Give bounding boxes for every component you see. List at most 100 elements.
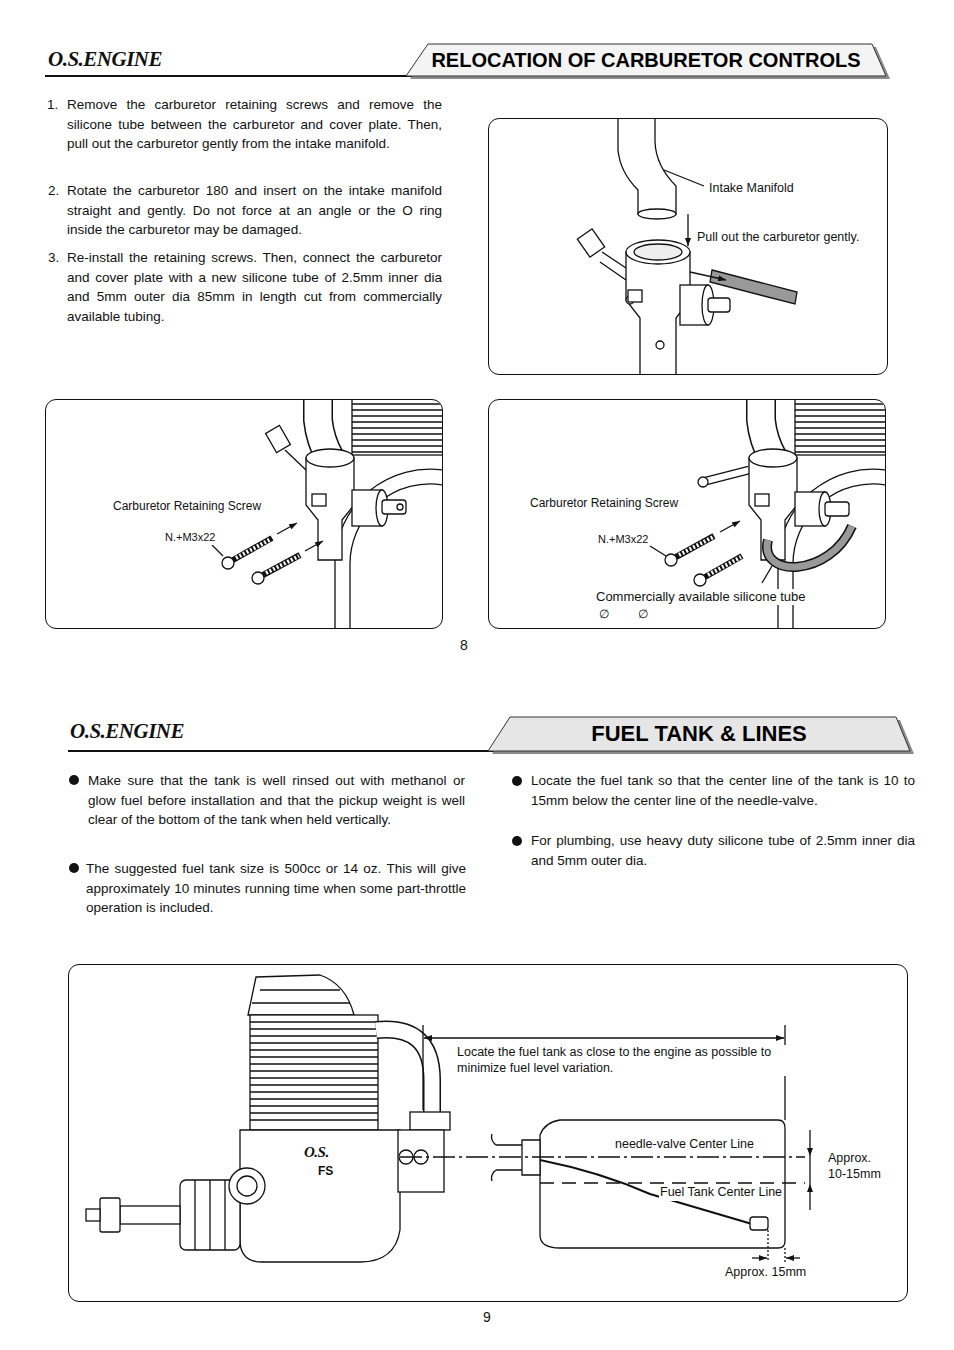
banner-body <box>406 44 886 76</box>
banner-body <box>488 717 910 751</box>
figure-frame: Intake ManifoldPull out the carburetor g… <box>488 118 888 375</box>
figure-label: Approx. 15mm <box>724 1265 807 1281</box>
prop-nut <box>100 1198 120 1232</box>
figure-frame: Carburetor Retaining ScrewN.+M3x22 <box>45 399 443 629</box>
needle-valve <box>285 450 306 470</box>
cylinder <box>250 1015 378 1130</box>
screw-thread <box>708 557 741 575</box>
body-text: 2. <box>48 181 59 201</box>
carburetor-intake <box>306 449 354 467</box>
insert-arrow <box>277 523 297 534</box>
figure-label: Carburetor Retaining Screw <box>112 499 262 514</box>
insert-arrow <box>720 521 740 532</box>
throttle-arm-outline <box>706 470 749 481</box>
needle-knob <box>266 425 291 452</box>
brand-logo: O.S.ENGINE <box>48 47 162 72</box>
needle-valve <box>600 252 626 280</box>
fuel-tank <box>540 1120 785 1248</box>
silicone-tube <box>767 526 852 567</box>
breather-boss-inner <box>237 1176 257 1196</box>
tube-arrow <box>690 272 726 280</box>
needle-fitting <box>825 502 849 516</box>
body-text: For plumbing, use heavy duty silicone tu… <box>531 831 915 870</box>
carburetor-top <box>410 1112 450 1130</box>
figure-label: Carburetor Retaining Screw <box>529 496 679 511</box>
dimension-arrow <box>752 1257 767 1258</box>
crankcase <box>240 1130 400 1262</box>
body-text: Locate the fuel tank so that the center … <box>531 771 915 810</box>
needle-knob <box>577 229 604 257</box>
figure-carburetor-removal <box>577 119 797 374</box>
arm-end <box>698 477 708 487</box>
throttle-arm <box>382 500 406 514</box>
prop-shaft <box>120 1206 180 1224</box>
manifold-end <box>638 209 676 219</box>
dimension-line <box>767 1230 768 1262</box>
figure-frame: Carburetor Retaining ScrewN.+M3x22Commer… <box>488 399 886 629</box>
rocker-cover <box>248 975 354 1015</box>
figure-fuel-tank <box>86 975 810 1262</box>
housing-rings <box>195 1180 225 1250</box>
screw-shaft <box>676 536 714 557</box>
body-text: Remove the carburetor retaining screws a… <box>67 95 442 154</box>
os-mark <box>755 494 769 506</box>
screw-hole <box>656 341 664 349</box>
screw-thread <box>679 537 713 555</box>
shaft-thread <box>86 1209 100 1221</box>
figure-label: needle-valve Center Line <box>614 1137 755 1153</box>
screw-thread <box>236 539 271 558</box>
figure-label: Fuel Tank Center Line <box>659 1185 783 1201</box>
cooling-fins <box>250 1022 378 1120</box>
carburetor-body <box>306 458 354 560</box>
body-text: 1. <box>47 95 58 115</box>
figure-label: Locate the fuel tank as close to the eng… <box>456 1045 788 1076</box>
pull-arrow <box>687 214 688 246</box>
leader-line <box>650 546 666 556</box>
silicone-tube-outline <box>767 526 852 567</box>
figure-label: Intake Manifold <box>708 181 795 197</box>
dimension-arrow <box>424 1037 784 1038</box>
body-text: 3. <box>48 248 59 268</box>
rocker-cover-lines <box>252 990 350 1003</box>
screw-shaft <box>263 555 300 575</box>
dimension-line <box>809 1156 810 1184</box>
screw-head <box>665 554 677 566</box>
heading-text: FUEL TANK & LINES <box>591 721 807 747</box>
carburetor-body <box>398 1130 444 1192</box>
engine-marking: FS <box>318 1164 333 1178</box>
figure-frame: Locate the fuel tank as close to the eng… <box>68 964 908 1302</box>
cylinder <box>795 400 885 455</box>
screw-thread <box>266 556 299 573</box>
page-number: 9 <box>483 1309 491 1325</box>
leader-line <box>212 545 223 556</box>
dimension-line <box>422 1025 423 1110</box>
leader-line <box>664 170 704 186</box>
screw-shaft <box>705 556 742 577</box>
section-heading: RELOCATION OF CARBURETOR CONTROLS <box>406 44 886 76</box>
body-text: Rotate the carburetor 180 and insert on … <box>67 181 442 240</box>
throttle-arm <box>708 298 730 312</box>
figure-label: Commercially available silicone tube <box>595 589 807 605</box>
brand-logo: O.S.ENGINE <box>70 719 184 744</box>
page-number: 8 <box>460 637 468 653</box>
body-text: Make sure that the tank is well rinsed o… <box>88 771 465 830</box>
dimension-arrow <box>809 1184 810 1210</box>
intake-manifold <box>618 119 676 214</box>
bullet <box>512 776 522 786</box>
dimension-line <box>784 1248 785 1262</box>
body-text: The suggested fuel tank size is 500cc or… <box>86 859 466 918</box>
carburetor-intake <box>626 240 690 264</box>
arm-hole <box>397 504 403 510</box>
tank-center-line <box>540 1182 805 1183</box>
screw-shaft <box>233 538 272 560</box>
dimension-arrow <box>809 1130 810 1156</box>
cooling-fins <box>352 404 442 452</box>
figure-screws-left <box>212 400 442 628</box>
dimension-arrow <box>786 1257 800 1258</box>
figure-label: ∅ <box>598 607 610 622</box>
silicone-tube <box>710 270 797 304</box>
figure-label: Approx. 10-15mm <box>827 1151 891 1182</box>
figure-label: N.+M3x22 <box>164 531 216 545</box>
cooling-fins <box>795 404 885 452</box>
carburetor-intake <box>749 449 797 467</box>
